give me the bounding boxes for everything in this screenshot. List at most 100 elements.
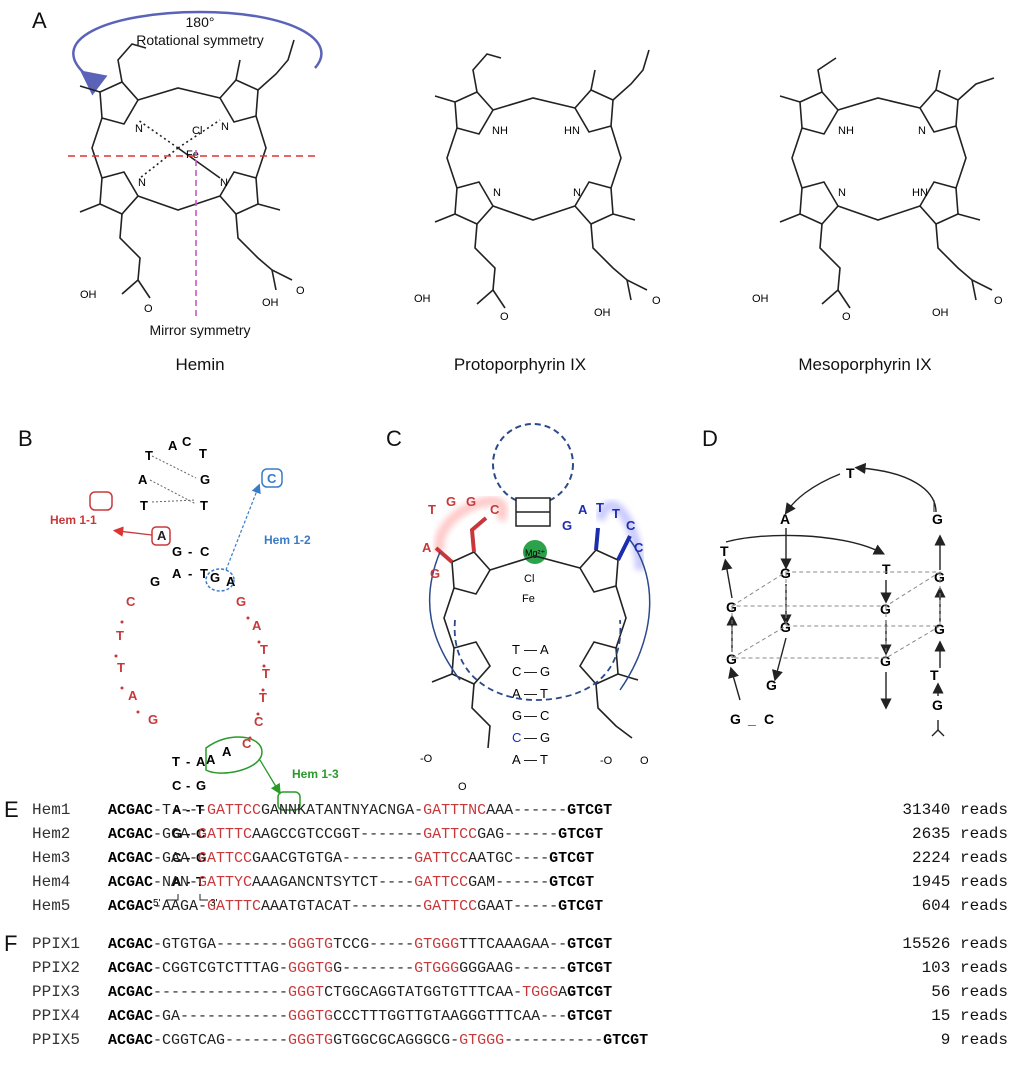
hem11-site-box (151, 526, 171, 546)
ppix-oh2: OH (594, 307, 611, 319)
svg-text:C: C (512, 664, 521, 679)
hem-seq-segment: GATTTNC (423, 802, 487, 819)
svg-text:—: — (524, 730, 537, 745)
svg-text:-: - (186, 850, 190, 865)
ppix-seq-segment: GTGGG (414, 960, 460, 977)
ppix-seq-segment: ----------- (504, 1032, 604, 1049)
hem-seq-segment: GTCGT (567, 802, 613, 819)
svg-text:C: C (540, 708, 549, 723)
svg-text:T: T (540, 686, 548, 701)
hem-seq-segment: GATTCC (414, 850, 469, 867)
ppix-seq-segment: ACGAC (108, 1032, 154, 1049)
svg-text:T: T (512, 642, 520, 657)
hem-seq-segment: -GAA- (153, 850, 199, 867)
b-nt: G (148, 712, 158, 727)
svg-text:G: G (730, 711, 741, 727)
b-nt: T (145, 448, 153, 463)
ppix-seq-segment: GTCGT (567, 984, 613, 1001)
hem-seq-segment: GTCGT (558, 898, 604, 915)
hem-seq-segment: ACGAC (108, 850, 154, 867)
b-nt: A (206, 752, 216, 767)
mirror-symmetry-label: Mirror symmetry (149, 322, 251, 338)
ppix-seq-segment: A (558, 984, 568, 1001)
svg-text:G: G (446, 494, 456, 509)
hemin-n4: N (220, 177, 228, 189)
svg-text:G: G (934, 569, 945, 585)
b-nt: T (196, 874, 204, 889)
b-nt: A (252, 618, 262, 633)
b-nt: T (140, 498, 148, 513)
svg-text:G: G (562, 518, 572, 533)
svg-text:C: C (490, 502, 500, 517)
hemin-n2: N (221, 121, 229, 133)
hem-seq-segment: GAG------ (477, 826, 559, 843)
svg-text:G: G (766, 677, 777, 693)
hem-seq-segment: AAAGANCNTSYTCT---- (252, 874, 415, 891)
hem-seq-segment: GATTYC (198, 874, 253, 891)
mppix-nh: NH (838, 125, 854, 137)
hem-seq-segment: AAATGTACAT-------- (261, 898, 424, 915)
ppix-seq-segment: GGGTG (288, 960, 334, 977)
svg-text:-: - (188, 544, 192, 559)
ppix-seq-segment: G-------- (333, 960, 415, 977)
ppix-seq-segment: GTCGT (567, 936, 613, 953)
b-nt: T (117, 660, 125, 675)
hem-seq-segment: GAAT----- (477, 898, 559, 915)
hem-seq-segment: -NAN- (153, 874, 199, 891)
rotation-symmetry-label: Rotational symmetry (136, 32, 264, 48)
ppix-seq-segment: GGGAAG------ (459, 960, 568, 977)
b-nt: G (172, 826, 182, 841)
ppix-seq-segment: GTCGT (603, 1032, 649, 1049)
svg-text:-: - (186, 802, 190, 817)
ppix-seq-segment: GGGTG (288, 1008, 334, 1025)
hemin-oh1: OH (80, 289, 97, 301)
b-nt: A (128, 688, 138, 703)
hem-seq-segment: GTCGT (549, 874, 595, 891)
svg-text:T: T (612, 506, 620, 521)
hemin-n3: N (138, 177, 146, 189)
svg-text:G: G (780, 619, 791, 635)
mppix-n2: N (838, 187, 846, 199)
svg-text:T: T (596, 500, 604, 515)
b-nt: G (236, 594, 246, 609)
ppix-seq-segment: GGGTG (288, 936, 334, 953)
b-nt: A (168, 438, 178, 453)
hemin-n1: N (135, 123, 143, 135)
b-nt: T (200, 498, 208, 513)
svg-text:—: — (524, 752, 537, 767)
hem-seq-segment: ACGAC (108, 874, 154, 891)
hemin-o2: O (296, 285, 305, 297)
hem11-box (89, 491, 113, 511)
hem-seq-segment: GATTTC (198, 826, 253, 843)
ppix-seq-segment: GGGT (288, 984, 325, 1001)
b-nt: T (199, 446, 207, 461)
mppix-label: Mesoporphyrin IX (798, 355, 932, 374)
svg-text:A: A (512, 752, 521, 767)
rotation-degree-label: 180° (185, 14, 215, 30)
ppix-name: PPIX5 (32, 1031, 81, 1049)
b-nt: G (196, 778, 206, 793)
hem13-box (277, 791, 301, 811)
hem-seq-segment: ACGAC (108, 898, 154, 915)
svg-text:G: G (726, 651, 737, 667)
b-nt: C (254, 714, 264, 729)
hem13-label: Hem 1-3 (292, 767, 339, 781)
hem-seq-segment: GTCGT (558, 826, 604, 843)
hem-seq-segment: AAGCCGTCCGGT------- (252, 826, 424, 843)
svg-text:T: T (846, 465, 855, 481)
ppix-seq-segment: ACGAC (108, 960, 154, 977)
ppix-seq-segment: GGGTG (288, 1032, 334, 1049)
svg-text:A: A (512, 686, 521, 701)
ppix-o2: O (652, 295, 661, 307)
svg-text:-: - (186, 778, 190, 793)
ppix-reads: 56 reads (931, 983, 1008, 1001)
b-nt: C (126, 594, 136, 609)
svg-text:—: — (524, 642, 537, 657)
ppix-seq-segment: --------------- (153, 984, 289, 1001)
hem-seq-segment: GAM------ (468, 874, 550, 891)
